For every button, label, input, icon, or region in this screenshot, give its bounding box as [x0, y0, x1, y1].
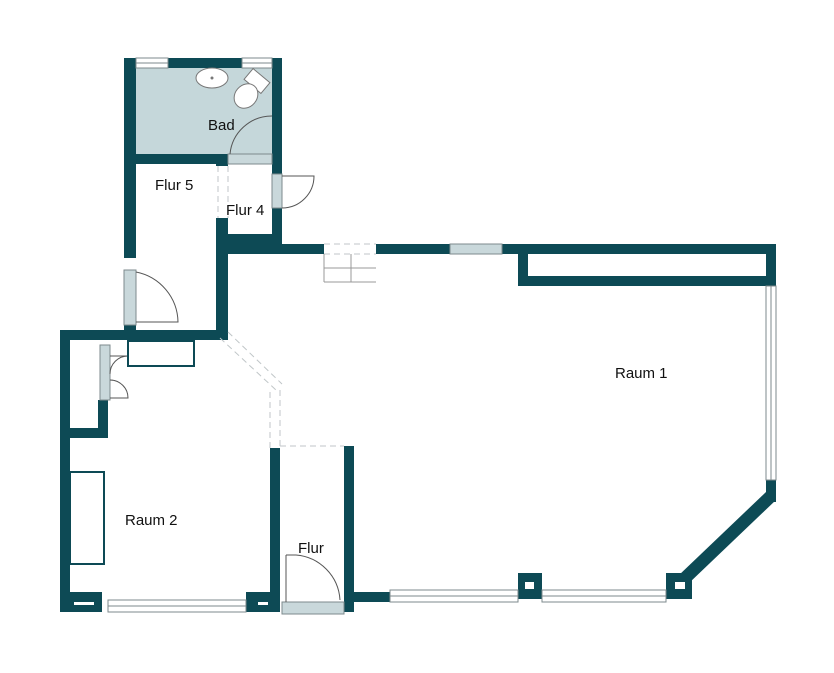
cabinet-raum2 [127, 340, 195, 367]
windows [107, 57, 777, 613]
walls [60, 58, 776, 612]
stairs [323, 254, 376, 283]
room-label-flur5: Flur 5 [155, 177, 194, 194]
door-swings [109, 115, 341, 602]
openings [217, 166, 376, 448]
sliding-door-top [449, 243, 503, 255]
doors [99, 153, 345, 615]
room-label-flur4: Flur 4 [226, 202, 265, 219]
room-label-flur: Flur [298, 540, 324, 557]
room-label-raum1: Raum 1 [615, 365, 668, 382]
room-label-bad: Bad [208, 117, 235, 134]
room-label-raum2: Raum 2 [125, 512, 178, 529]
shelf-raum2 [69, 471, 105, 565]
toilet-icon [233, 67, 271, 109]
